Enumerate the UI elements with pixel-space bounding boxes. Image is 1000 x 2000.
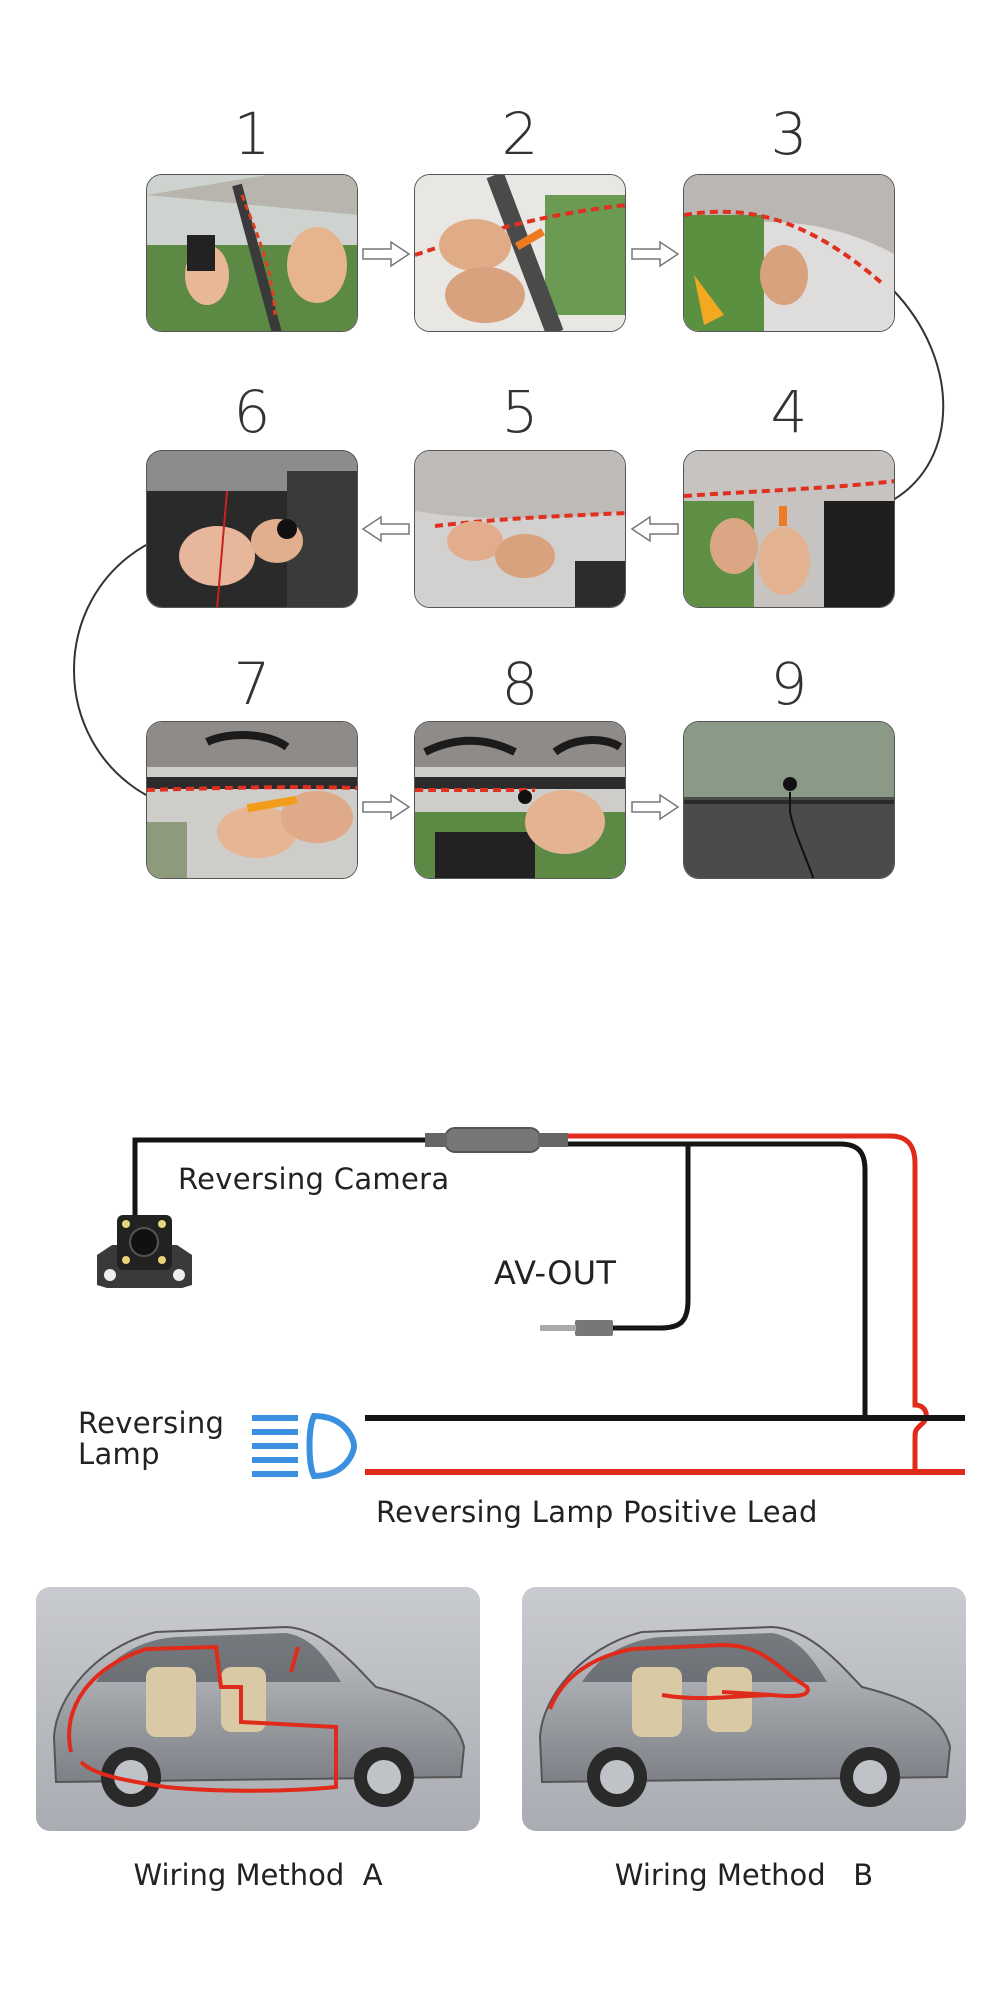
reversing-camera-icon — [97, 1215, 192, 1288]
wiring-method-b-caption: Wiring Method B — [614, 1858, 874, 1892]
step-number-9: 9 — [770, 650, 808, 718]
step-photo-5 — [414, 450, 626, 608]
arrow-left-icon — [361, 515, 410, 543]
step-number-5: 5 — [501, 378, 539, 446]
av-out-plug — [575, 1320, 613, 1336]
step-number-1: 1 — [233, 100, 271, 168]
arrow-right-icon — [362, 793, 411, 821]
positive-lead-label: Reversing Lamp Positive Lead — [376, 1495, 818, 1529]
power-cable-black — [568, 1141, 868, 1418]
wiring-method-a-caption: Wiring Method A — [133, 1858, 383, 1892]
step-photo-6 — [146, 450, 358, 608]
step-photo-8 — [414, 721, 626, 879]
wiring-method-b-image — [522, 1587, 966, 1831]
step-photo-2 — [414, 174, 626, 332]
av-out-label: AV-OUT — [494, 1254, 617, 1292]
step-number-6: 6 — [233, 378, 271, 446]
wiring-diagram — [132, 1127, 965, 1475]
step-photo-4 — [683, 450, 895, 608]
reversing-lamp-label-line1: Reversing — [78, 1406, 225, 1440]
step-number-4: 4 — [770, 378, 808, 446]
power-cable-red — [568, 1133, 929, 1472]
step-number-8: 8 — [501, 650, 539, 718]
step-photo-1 — [146, 174, 358, 332]
reversing-lamp-icon — [252, 1412, 358, 1480]
step-connector-curves — [73, 289, 945, 796]
step-photo-7 — [146, 721, 358, 879]
cable-connector — [444, 1127, 541, 1153]
step-number-7: 7 — [233, 650, 271, 718]
arrow-left-icon — [630, 515, 679, 543]
reversing-camera-label: Reversing Camera — [178, 1162, 450, 1196]
step-number-3: 3 — [770, 100, 808, 168]
step-photo-3 — [683, 174, 895, 332]
reversing-lamp-label-line2: Lamp — [78, 1437, 160, 1471]
step-number-2: 2 — [501, 100, 539, 168]
camera-cable — [132, 1137, 430, 1220]
arrow-right-icon — [362, 240, 411, 268]
arrow-right-icon — [631, 793, 680, 821]
av-out-cable — [610, 1144, 691, 1331]
step-photo-9 — [683, 721, 895, 879]
wiring-method-a-image — [36, 1587, 480, 1831]
arrow-right-icon — [631, 240, 680, 268]
